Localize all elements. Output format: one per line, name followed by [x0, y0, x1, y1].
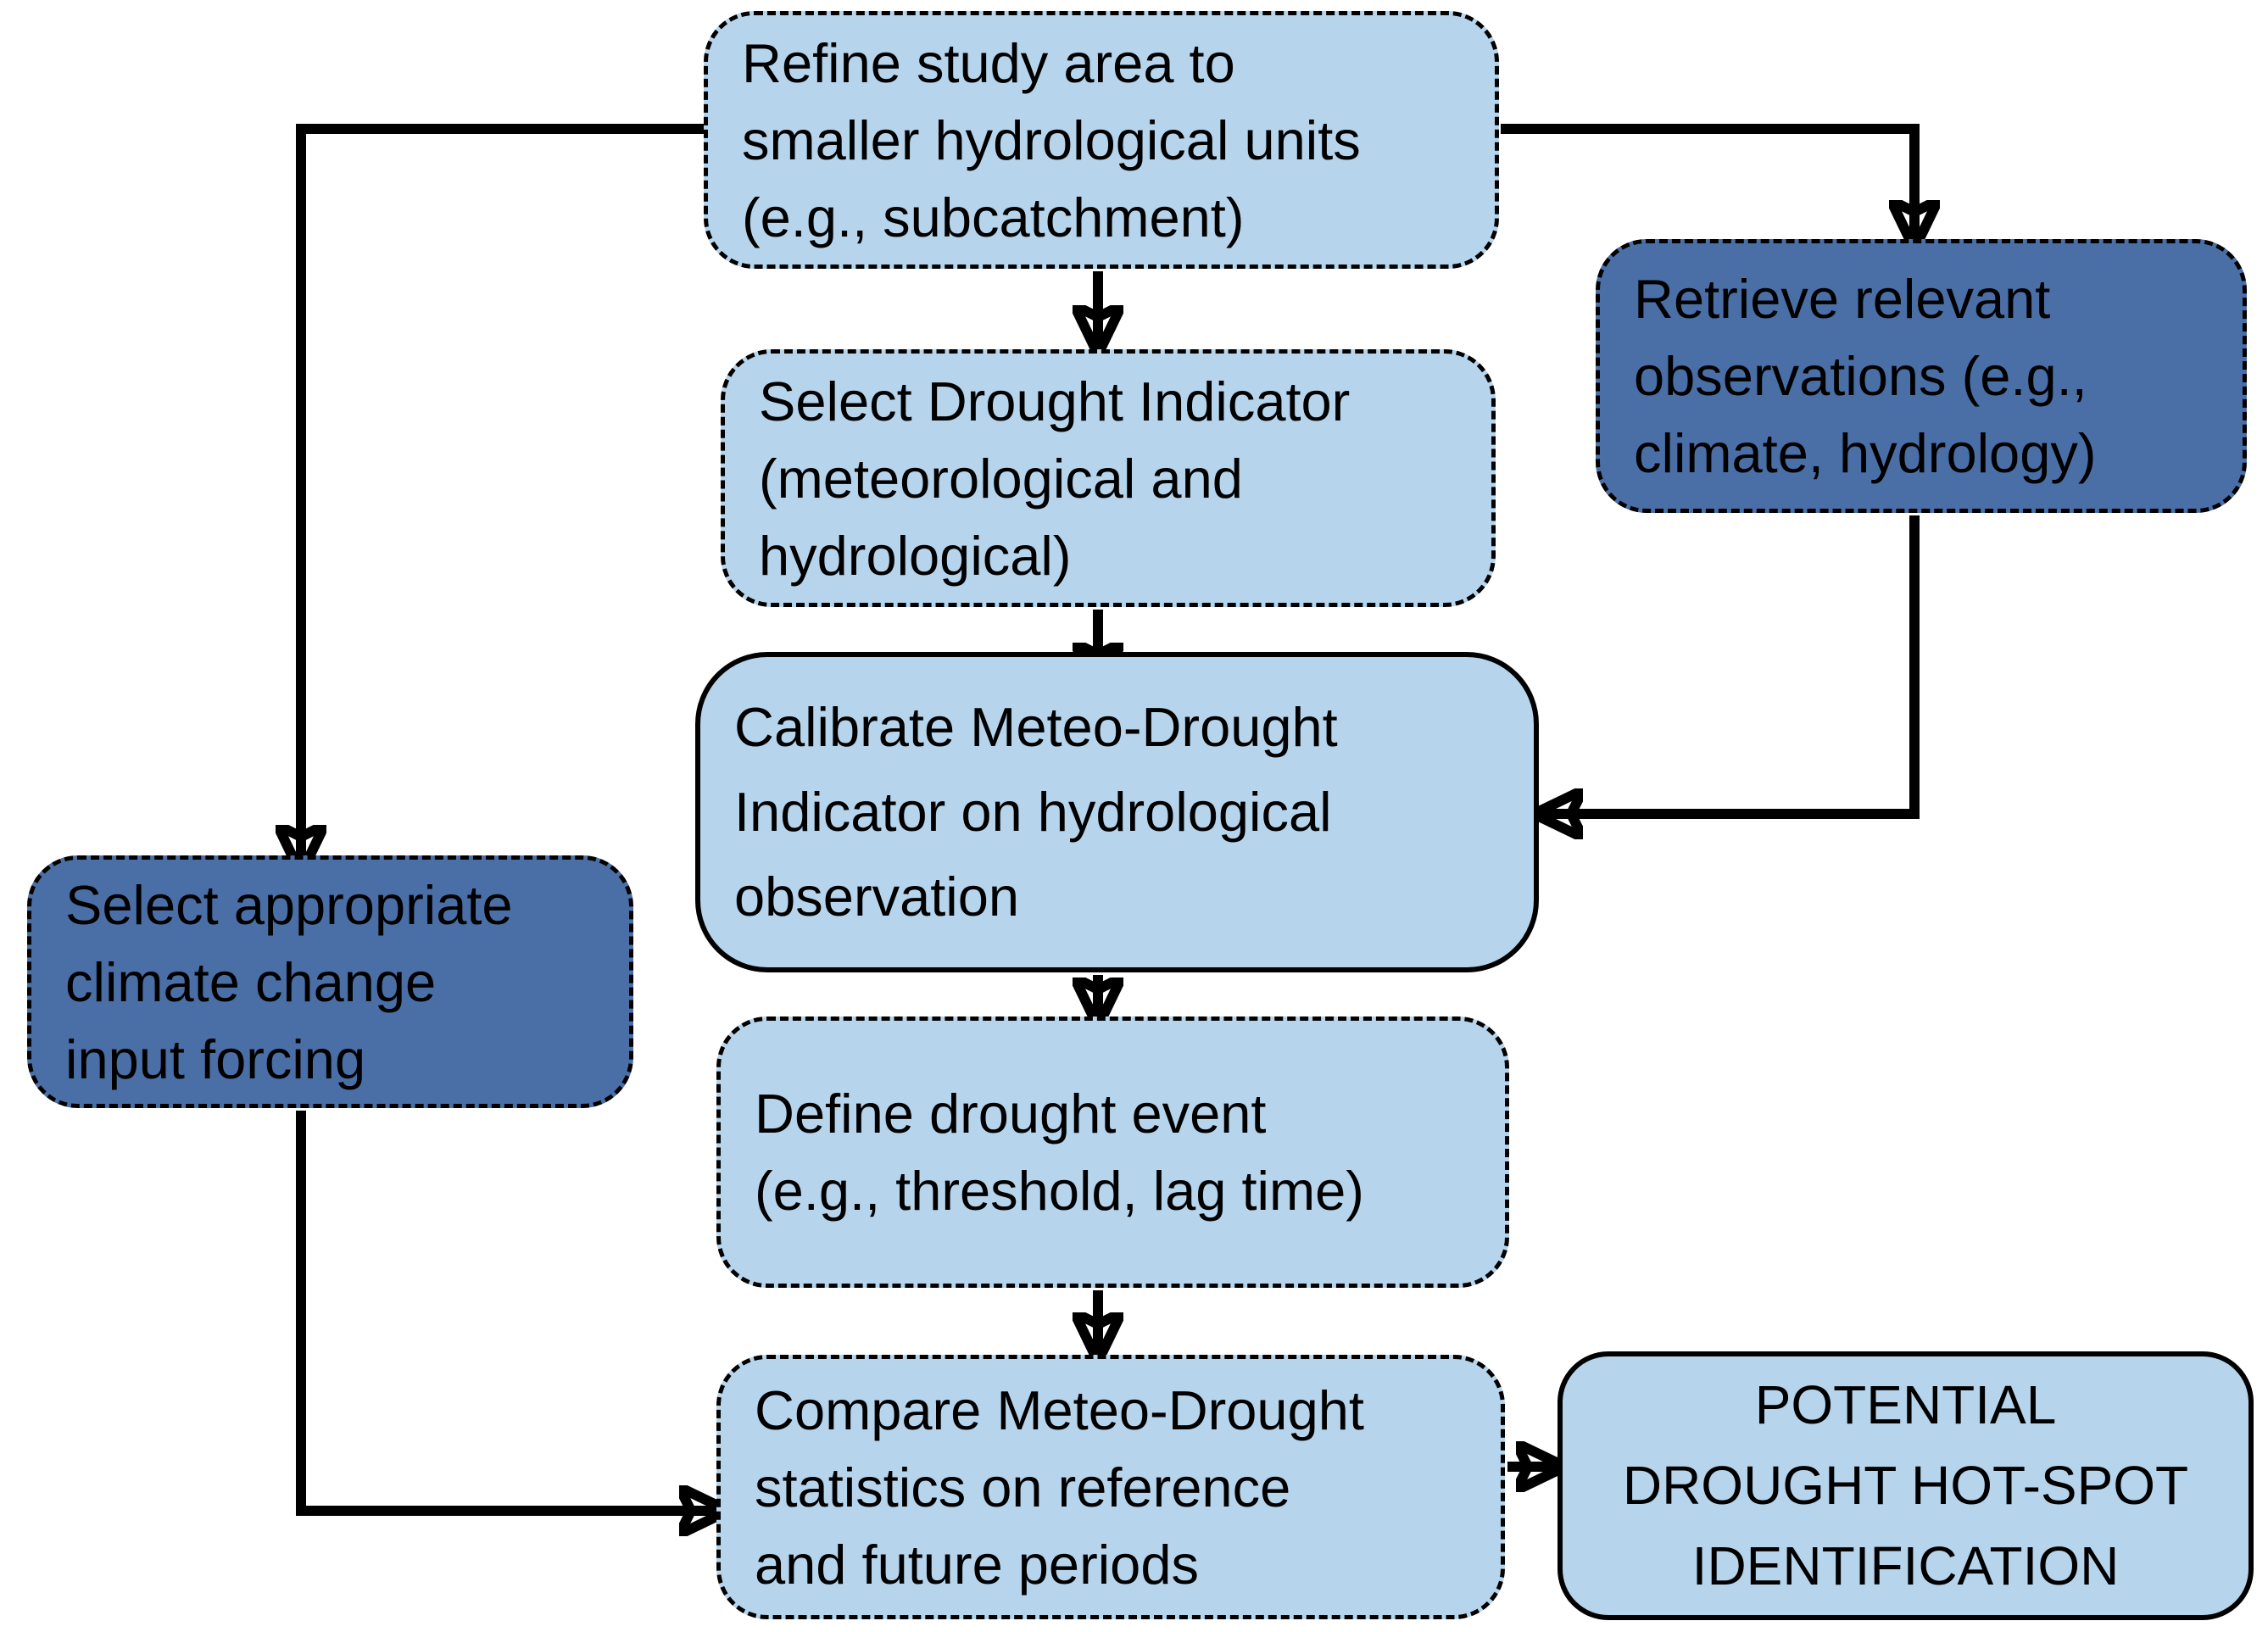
box-forcing-label: Select appropriate climate change input …: [65, 873, 513, 1090]
box-calibrate-meteo-drought-indicator: Calibrate Meteo-Drought Indicator on hyd…: [695, 652, 1539, 972]
box-retrieve-observations: Retrieve relevant observations (e.g., cl…: [1596, 239, 2247, 513]
box-indicator-label: Select Drought Indicator (meteorological…: [759, 370, 1351, 587]
box-select-climate-change-forcing: Select appropriate climate change input …: [27, 855, 633, 1108]
box-define-label: Define drought event (e.g., threshold, l…: [755, 1083, 1364, 1222]
arrow-forcing-to-compare: [296, 1111, 723, 1511]
box-calibrate-label: Calibrate Meteo-Drought Indicator on hyd…: [734, 695, 1338, 928]
box-potential-label: POTENTIAL DROUGHT HOT-SPOT IDENTIFICATIO…: [1622, 1374, 2189, 1596]
box-compare-label: Compare Meteo-Drought statistics on refe…: [755, 1379, 1364, 1596]
box-select-drought-indicator: Select Drought Indicator (meteorological…: [721, 349, 1496, 607]
box-define-drought-event: Define drought event (e.g., threshold, l…: [716, 1017, 1509, 1288]
box-potential-drought-hotspot-identification: POTENTIAL DROUGHT HOT-SPOT IDENTIFICATIO…: [1558, 1351, 2254, 1620]
box-refine-study-area: Refine study area to smaller hydrologica…: [704, 11, 1499, 269]
box-retrieve-label: Retrieve relevant observations (e.g., cl…: [1634, 268, 2097, 484]
arrow-refine-to-forcing: [301, 124, 706, 869]
arrow-retrieve-to-calibrate: [1539, 515, 1920, 814]
box-compare-meteo-drought-statistics: Compare Meteo-Drought statistics on refe…: [716, 1355, 1505, 1619]
arrow-refine-to-retrieve: [1501, 124, 1914, 244]
box-refine-label: Refine study area to smaller hydrologica…: [742, 31, 1361, 248]
